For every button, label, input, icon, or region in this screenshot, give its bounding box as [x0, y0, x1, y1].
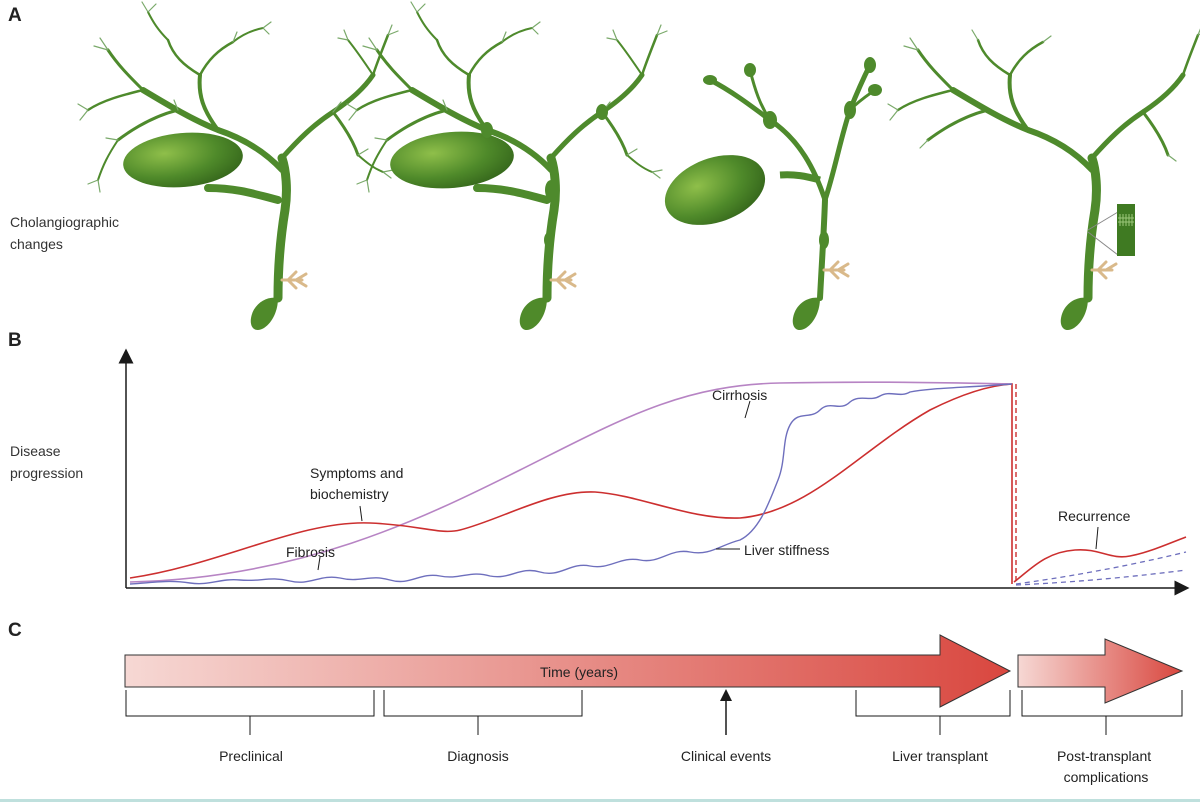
disease-progression-label-text: Disease progression — [10, 443, 84, 481]
symptoms-label: Symptoms and biochemistry — [310, 465, 407, 502]
recurrence-dashed-2 — [1015, 569, 1187, 586]
biliary-tree-post-transplant — [887, 28, 1200, 331]
panel-a-letter: A — [8, 5, 22, 26]
stent-icon — [1117, 204, 1135, 256]
biliary-tree-beaded — [347, 2, 667, 330]
panel-c-letter: C — [8, 620, 22, 641]
gallbladder-shape-3 — [664, 155, 766, 225]
phase-post-transplant-line-2: complications — [1064, 769, 1149, 785]
panel-b-axes — [118, 348, 1190, 596]
cholangiographic-label: Cholangiographic changes — [10, 211, 119, 255]
post-transplant-arrow — [1017, 638, 1184, 704]
phase-clinical-events: Clinical events — [681, 748, 771, 764]
disease-progression-label: Disease progression — [10, 440, 83, 484]
liver-stiffness-label: Liver stiffness — [744, 542, 829, 558]
time-arrow — [124, 634, 1012, 708]
symptoms-label-line-1: Symptoms and — [310, 465, 403, 481]
cirrhosis-curve — [129, 381, 1013, 583]
symptoms-curve — [129, 383, 1013, 584]
bottom-rule — [0, 799, 1200, 802]
gallbladder-shape — [123, 132, 243, 188]
up-arrow-icon — [720, 689, 732, 701]
phase-post-transplant: Post-transplant complications — [1057, 748, 1155, 785]
symptoms-label-line-2: biochemistry — [310, 486, 389, 502]
phase-brackets — [125, 690, 1183, 735]
cirrhosis-label: Cirrhosis — [712, 387, 767, 403]
phase-post-transplant-line-1: Post-transplant — [1057, 748, 1151, 764]
time-arrow-label: Time (years) — [540, 664, 618, 680]
panel-b-letter: B — [8, 330, 22, 351]
phase-preclinical: Preclinical — [219, 748, 283, 764]
gallbladder-shape-2 — [390, 131, 514, 189]
recurrence-curve — [1013, 536, 1187, 583]
liver-stiffness-curve — [129, 383, 1013, 585]
fibrosis-label: Fibrosis — [286, 544, 335, 560]
cholangiographic-label-text: Cholangiographic changes — [10, 214, 119, 252]
biliary-tree-normal — [78, 2, 398, 330]
phase-liver-transplant: Liver transplant — [892, 748, 988, 764]
phase-diagnosis: Diagnosis — [447, 748, 508, 764]
biliary-tree-strictured — [664, 57, 882, 331]
recurrence-label: Recurrence — [1058, 508, 1131, 524]
